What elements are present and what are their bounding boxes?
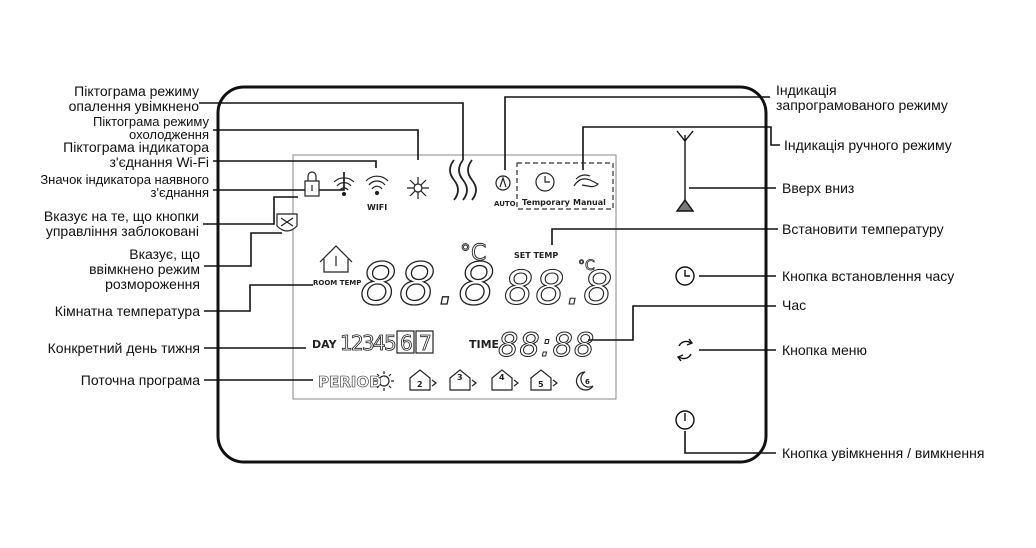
label-connection-indicator: Значок індикатора наявного з'єднання [40, 172, 209, 200]
snowflake-icon [407, 177, 429, 199]
temporary-text: Temporary [522, 198, 571, 207]
set-temp-digits: 88.8 [504, 261, 614, 315]
lock-icon [304, 171, 320, 197]
period-6: 6 [585, 378, 590, 386]
auto-mode-icon [495, 175, 511, 191]
set-temp-unit: °C [578, 258, 595, 274]
power-button[interactable] [675, 410, 695, 430]
period-3: 3 [457, 373, 463, 382]
day-6: 6 [400, 331, 413, 355]
label-power-button: Кнопка увімкнення / вимкнення [782, 445, 985, 461]
period-house-5-icon [530, 369, 558, 391]
temporary-clock-icon [535, 172, 555, 192]
device-frame [216, 85, 768, 464]
day-7-box [415, 330, 434, 354]
day-2: 2 [351, 331, 364, 355]
period-house-4-icon [491, 369, 519, 391]
day-1: 1 [340, 331, 353, 355]
time-text: TIME [469, 338, 499, 351]
time-set-button[interactable] [675, 266, 695, 286]
leader-lines-left [199, 102, 464, 381]
label-set-temperature: Встановити температуру [782, 221, 944, 237]
period-moon-icon [575, 371, 594, 391]
label-programmed-mode: Індикація запрограмованого режиму [776, 82, 948, 113]
wifi-text: WIFI [367, 203, 387, 212]
day-7: 7 [419, 331, 432, 355]
label-buttons-locked: Вказує на те, що кнопки управління забло… [43, 208, 199, 239]
label-room-temperature: Кімнатна температура [54, 303, 200, 319]
up-down-button[interactable] [675, 130, 695, 212]
connection-signal-icon [333, 177, 355, 197]
program-mode-box [516, 162, 614, 210]
label-up-down: Вверх вниз [782, 180, 855, 196]
wifi-icon [365, 175, 389, 196]
label-time: Час [782, 297, 807, 313]
label-day-of-week: Конкретний день тижня [47, 340, 200, 356]
label-heating-mode: Піктограма режиму опалення увімкнено [68, 83, 199, 114]
period-house-2-icon [409, 369, 437, 391]
menu-button[interactable] [676, 338, 694, 362]
period-5: 5 [538, 380, 544, 389]
day-4: 4 [373, 331, 386, 355]
period-2: 2 [417, 380, 423, 389]
lcd-window [292, 154, 617, 400]
heating-waves-icon [449, 159, 477, 201]
set-temp-text: SET TEMP [514, 251, 558, 260]
period-text: PERIOD [318, 373, 382, 391]
label-wifi-indicator: Піктограма індикатора з'єднання Wi-Fi [63, 139, 209, 170]
period-house-3-icon [449, 369, 477, 391]
period-sun-icon [374, 371, 394, 391]
label-time-button: Кнопка встановлення часу [782, 268, 955, 284]
period-4: 4 [499, 373, 505, 382]
day-6-box [396, 330, 415, 354]
room-temp-digits: 88.8 [360, 250, 497, 318]
day-text: DAY [312, 338, 338, 351]
leader-lines-right [504, 96, 780, 454]
label-cooling-mode: Піктограма режиму охолодження [93, 114, 209, 142]
day-5: 5 [384, 331, 397, 355]
defrost-icon [276, 213, 298, 232]
auto-text: AUTO [494, 200, 516, 208]
label-menu-button: Кнопка меню [782, 342, 868, 358]
room-temp-unit: °C [460, 241, 486, 266]
room-temp-text: ROOM TEMP [313, 279, 361, 287]
label-current-program: Поточна програма [80, 372, 200, 388]
label-manual-mode: Індикація ручного режиму [784, 137, 952, 153]
manual-hand-icon [573, 174, 600, 188]
label-defrost-mode: Вказує, що ввімкнено режим розмороження [89, 246, 200, 292]
time-digits: 88:88 [498, 326, 595, 364]
manual-text: Manual [573, 198, 606, 207]
day-3: 3 [362, 331, 375, 355]
room-house-icon [319, 245, 353, 273]
